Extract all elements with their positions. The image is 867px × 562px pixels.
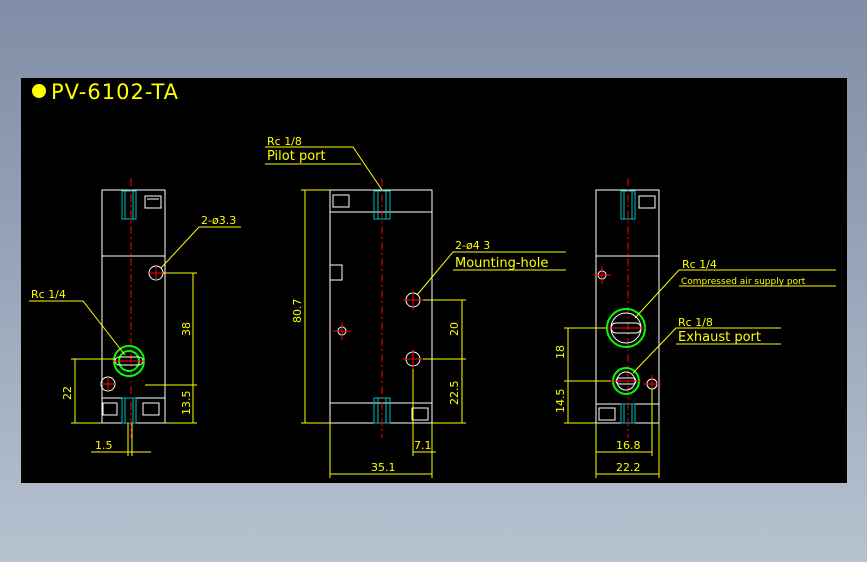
supply-port-label-top: Rc 1/4 xyxy=(682,258,717,271)
mid-dim-20: 20 xyxy=(448,322,461,336)
left-holes-label: 2-ø3.3 xyxy=(201,214,236,227)
middle-top-fitting xyxy=(332,194,350,208)
title-dot-icon xyxy=(32,84,46,98)
right-dim-18: 18 xyxy=(554,345,567,359)
cad-viewport[interactable]: PV-6102-TA 2-ø3.3 Rc 1/4 xyxy=(21,78,847,483)
left-top-thread xyxy=(121,190,137,220)
mounting-hole-label-bottom: Mounting-hole xyxy=(455,256,548,271)
supply-port-label-bottom: Compressed air supply port xyxy=(681,277,806,287)
left-bottom-thread xyxy=(121,397,137,424)
left-holes-leader xyxy=(160,226,241,269)
right-view: Rc 1/4 Compressed air supply port Rc 1/8… xyxy=(554,178,836,478)
pilot-port-label-top: Rc 1/8 xyxy=(267,135,302,148)
mounting-hole-leader xyxy=(416,251,566,296)
left-bottom-fitting xyxy=(102,402,118,416)
mid-dim-22-5: 22.5 xyxy=(448,381,461,406)
left-port-leader xyxy=(29,300,126,356)
left-top-fitting xyxy=(144,195,162,209)
left-dim-38: 38 xyxy=(180,322,193,336)
exhaust-port-slot xyxy=(615,377,637,385)
middle-bottom-fitting xyxy=(411,407,429,421)
left-view-body xyxy=(101,189,166,424)
mid-dim-80-7: 80.7 xyxy=(291,299,304,324)
pilot-port-leader xyxy=(265,146,383,191)
exhaust-port-leader xyxy=(632,327,781,374)
drawing-title: PV-6102-TA xyxy=(51,80,179,104)
right-bottom-fitting xyxy=(598,407,616,421)
left-port-slot xyxy=(114,356,144,366)
pilot-port-label-bottom: Pilot port xyxy=(267,149,326,164)
mid-dim-35-1: 35.1 xyxy=(371,461,396,474)
right-top-fitting xyxy=(638,195,656,209)
mid-dim-7-1: 7.1 xyxy=(414,439,432,452)
right-dim-22-2: 22.2 xyxy=(616,461,641,474)
right-dim-16-8: 16.8 xyxy=(616,439,641,452)
right-dim-14-5: 14.5 xyxy=(554,389,567,414)
middle-side-notch xyxy=(329,264,343,281)
drawing-canvas: PV-6102-TA 2-ø3.3 Rc 1/4 xyxy=(29,80,836,478)
left-dim-1-5: 1.5 xyxy=(95,439,113,452)
left-bottom-fitting-2 xyxy=(142,402,160,416)
left-port-label: Rc 1/4 xyxy=(31,288,66,301)
left-dim-13-5: 13.5 xyxy=(180,391,193,416)
supply-port-leader xyxy=(634,269,836,319)
exhaust-port-label-bottom: Exhaust port xyxy=(678,330,761,345)
exhaust-port-label-top: Rc 1/8 xyxy=(678,316,713,329)
left-view: 2-ø3.3 Rc 1/4 38 13.5 22 1.5 xyxy=(29,178,241,456)
supply-port-slot xyxy=(610,322,642,334)
mounting-hole-label-top: 2-ø4 3 xyxy=(455,239,490,252)
left-dim-22: 22 xyxy=(61,386,74,400)
middle-view: Rc 1/8 Pilot port 2-ø4 3 Mounting-hole 8… xyxy=(265,135,566,478)
